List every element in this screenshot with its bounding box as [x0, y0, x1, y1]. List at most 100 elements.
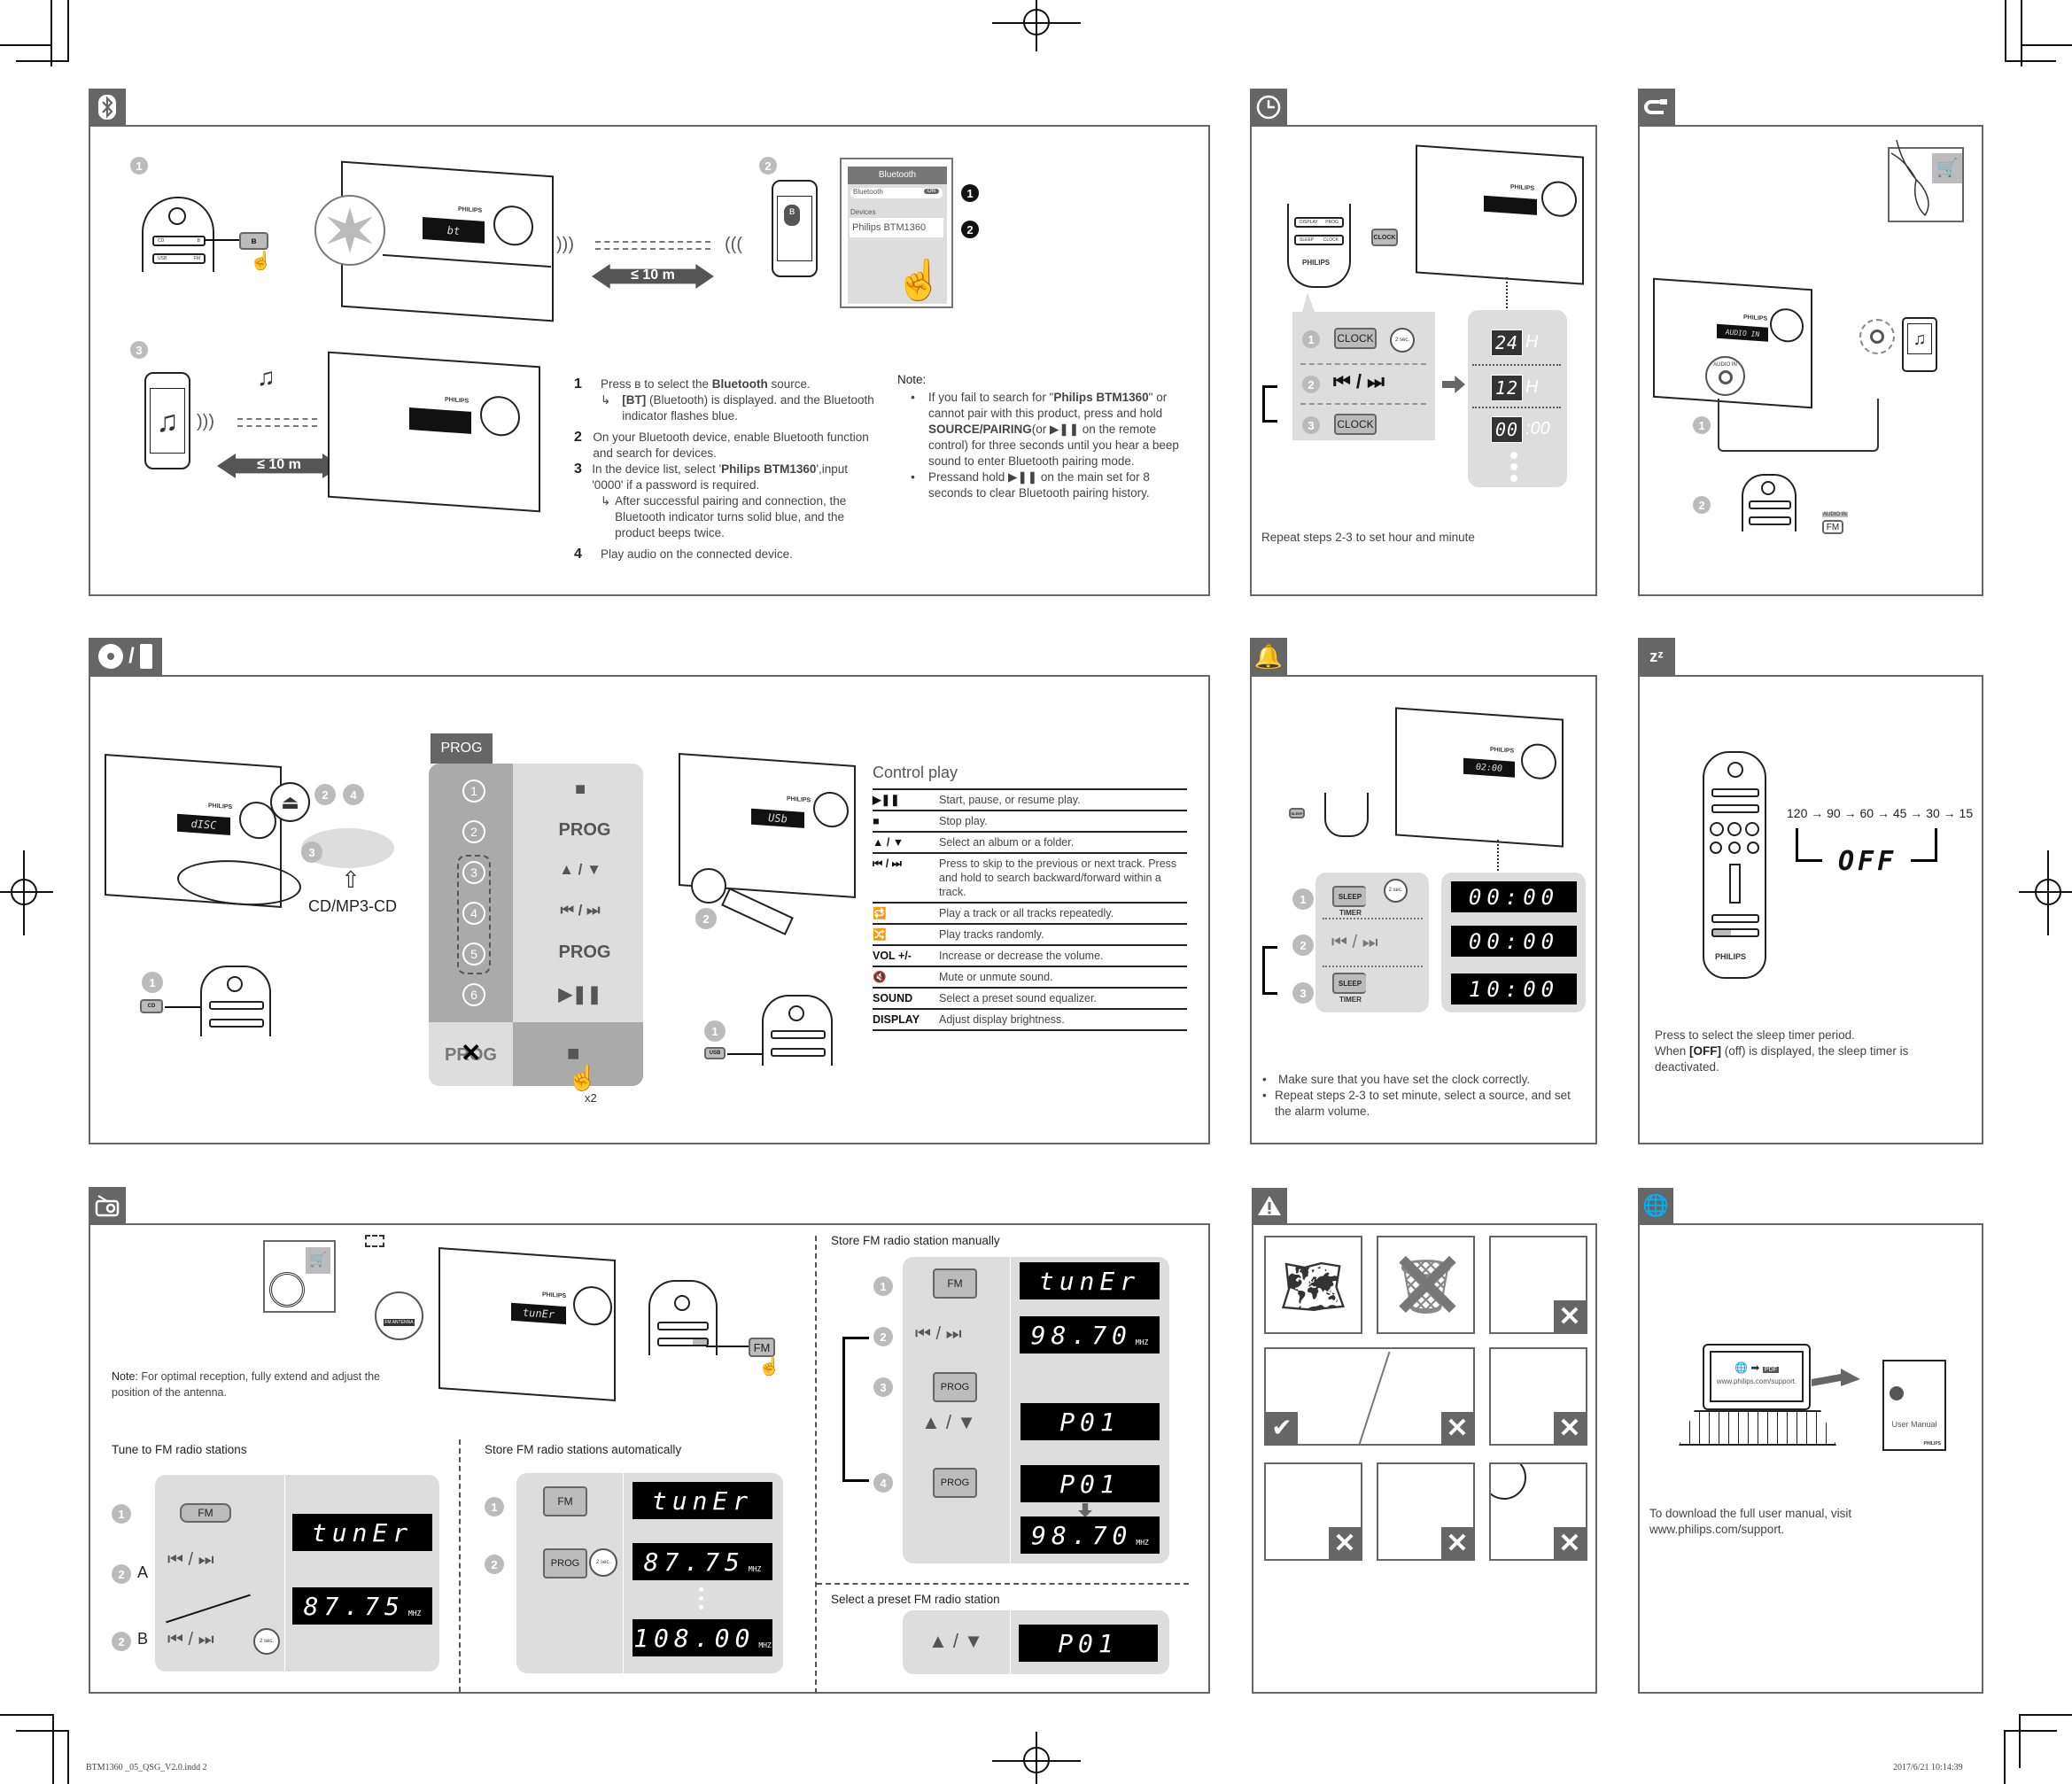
device-display: USb	[751, 808, 804, 828]
allowed-check-icon: ✔	[1266, 1412, 1298, 1444]
sleep-zz-icon: zᶻ	[1638, 638, 1675, 675]
phone-icon: ʙ	[772, 180, 818, 277]
fm-button[interactable]: FM	[180, 1503, 231, 1523]
micro-system-device: PHILIPS 02:00	[1395, 707, 1564, 848]
remote-control	[1742, 474, 1797, 531]
table-row: 🔇Mute or unmute sound.	[873, 966, 1187, 988]
sleep-panel	[1638, 675, 1983, 1144]
remote-control	[762, 995, 833, 1066]
headphone-jack-icon	[1859, 319, 1895, 354]
prog-step: 2	[462, 820, 485, 843]
prog-button[interactable]: PROG	[543, 1548, 587, 1578]
sleep-caption: Press to select the sleep timer period. …	[1655, 1028, 1909, 1074]
usb-button[interactable]: USB	[704, 1047, 726, 1059]
manual-download-panel	[1638, 1223, 1983, 1694]
preset-display: P01	[1020, 1465, 1160, 1502]
clock-button[interactable]: CLOCK	[1371, 229, 1398, 246]
step-marker: 2	[873, 1327, 893, 1346]
cart-icon: 🛒	[306, 1247, 330, 1274]
step-marker: 2	[1693, 496, 1711, 514]
step-marker: 2	[759, 157, 777, 175]
device-list-item[interactable]: Philips BTM1360	[850, 218, 943, 237]
no-trash-cell: 🗑✕	[1377, 1236, 1475, 1334]
eject-button-callout[interactable]: ⏏	[270, 782, 310, 822]
bluetooth-panel	[89, 125, 1210, 596]
user-manual-booklet: User Manual PHILIPS	[1882, 1360, 1946, 1451]
disc-usb-tab: /	[89, 638, 162, 675]
step-marker: 1	[1693, 416, 1711, 434]
step-marker: 2	[112, 1632, 131, 1651]
micro-system-device: PHILIPS	[328, 351, 540, 513]
prog-button[interactable]: PROG	[933, 1372, 977, 1402]
table-row: 🔁Play a track or all tracks repeatedly.	[873, 902, 1187, 924]
clock-display-12h: 12	[1491, 375, 1523, 401]
fm-button[interactable]: FM	[749, 1338, 775, 1357]
range-label: ≤ 10 m	[631, 268, 675, 283]
control-play-table: ▶❚❚Start, pause, or resume play. ■Stop p…	[873, 788, 1187, 1031]
prog-cancel-label: PROG	[445, 1045, 497, 1065]
prev-next-icon: ⏮ / ⏭	[167, 1630, 214, 1649]
prog-step: 4	[462, 902, 485, 925]
cancel-x-icon: ✕	[461, 1039, 482, 1067]
clock-display-24h: 24	[1491, 330, 1523, 356]
prev-next-icon: ⏮ / ⏭	[167, 1550, 214, 1570]
no-fire-cell: ✕	[1377, 1462, 1475, 1561]
globe-search-icon: 🌐	[1638, 1188, 1673, 1223]
hand-pointer-icon: ☝	[567, 1064, 598, 1091]
bluetooth-button[interactable]: ʙ	[239, 232, 268, 250]
radio-display: tunEr	[632, 1482, 772, 1519]
prev-next-icon: ⏮ / ⏭	[1331, 933, 1378, 952]
alarm-notes: •Make sure that you have set the clock c…	[1262, 1073, 1571, 1118]
prog-button[interactable]: PROG	[933, 1468, 977, 1498]
music-player-icon: ♫	[1902, 317, 1937, 372]
step-marker: 1	[112, 1504, 131, 1524]
device-display: bt	[423, 217, 485, 244]
prog-step: 3	[462, 861, 485, 884]
bell-icon: 🔔	[1250, 638, 1287, 675]
sleep-timer-button[interactable]: SLEEP	[1289, 808, 1305, 818]
sleep-timer-button[interactable]: SLEEP	[1332, 886, 1366, 907]
no-rain-cell: ✕	[1264, 1462, 1362, 1561]
hold-timer-icon: 2 sec.	[589, 1548, 617, 1577]
hand-pointer-icon: ☝	[250, 252, 272, 271]
device-display: 02:00	[1463, 757, 1515, 778]
step-marker: 3	[301, 842, 322, 863]
no-sun-cell: ✕	[1489, 1462, 1587, 1561]
step-marker: 1	[704, 1020, 726, 1042]
result-arrow-icon: ↳	[601, 494, 611, 508]
clock-button[interactable]: CLOCK	[1334, 414, 1377, 435]
prog-step: 6	[462, 983, 485, 1006]
prog-action: ▲ / ▼	[559, 861, 601, 878]
step-marker: 3	[873, 1377, 893, 1397]
fm-button[interactable]: FM	[543, 1486, 587, 1516]
footer-timestamp: 2017/6/21 10:14:39	[1893, 1763, 1963, 1772]
bluetooth-toggle-row[interactable]: Bluetooth ON	[850, 188, 943, 198]
prohibited-icon: ✕	[1554, 1412, 1586, 1444]
no-dust-cell: ✕	[1489, 1347, 1587, 1446]
prohibited-icon: ✕	[1554, 1300, 1586, 1332]
step-marker: 4	[873, 1473, 893, 1493]
sleep-timer-button[interactable]: SLEEP	[1332, 973, 1366, 994]
control-play-title: Control play	[873, 764, 958, 781]
fm-button[interactable]: FM	[933, 1268, 977, 1299]
sleep-timer-button[interactable]	[1711, 928, 1759, 937]
phone-music-icon: ♫	[144, 372, 190, 469]
support-url[interactable]: www.philips.com/support.	[1716, 1377, 1797, 1385]
disc-icon	[98, 644, 124, 669]
indicator-flash-icon	[314, 195, 385, 266]
step-marker: 1	[142, 972, 163, 993]
preset-display: P01	[1020, 1403, 1160, 1440]
cd-button[interactable]: CD	[140, 999, 163, 1013]
prog-action: PROG	[558, 820, 611, 840]
alarm-display: 10:00	[1451, 973, 1577, 1004]
fm-audio-in-button[interactable]: FM	[1822, 520, 1843, 534]
read-manual-cell: 🗺	[1264, 1236, 1362, 1334]
clock-button[interactable]: CLOCK	[1334, 328, 1377, 349]
hand-pointer-icon: ☝	[758, 1357, 780, 1377]
prohibited-icon: ✕	[1441, 1527, 1473, 1559]
step-marker: 3	[1292, 982, 1314, 1004]
remote-control	[1324, 793, 1369, 837]
table-row: ⏮ / ⏭Press to skip to the previous or ne…	[873, 852, 1187, 903]
